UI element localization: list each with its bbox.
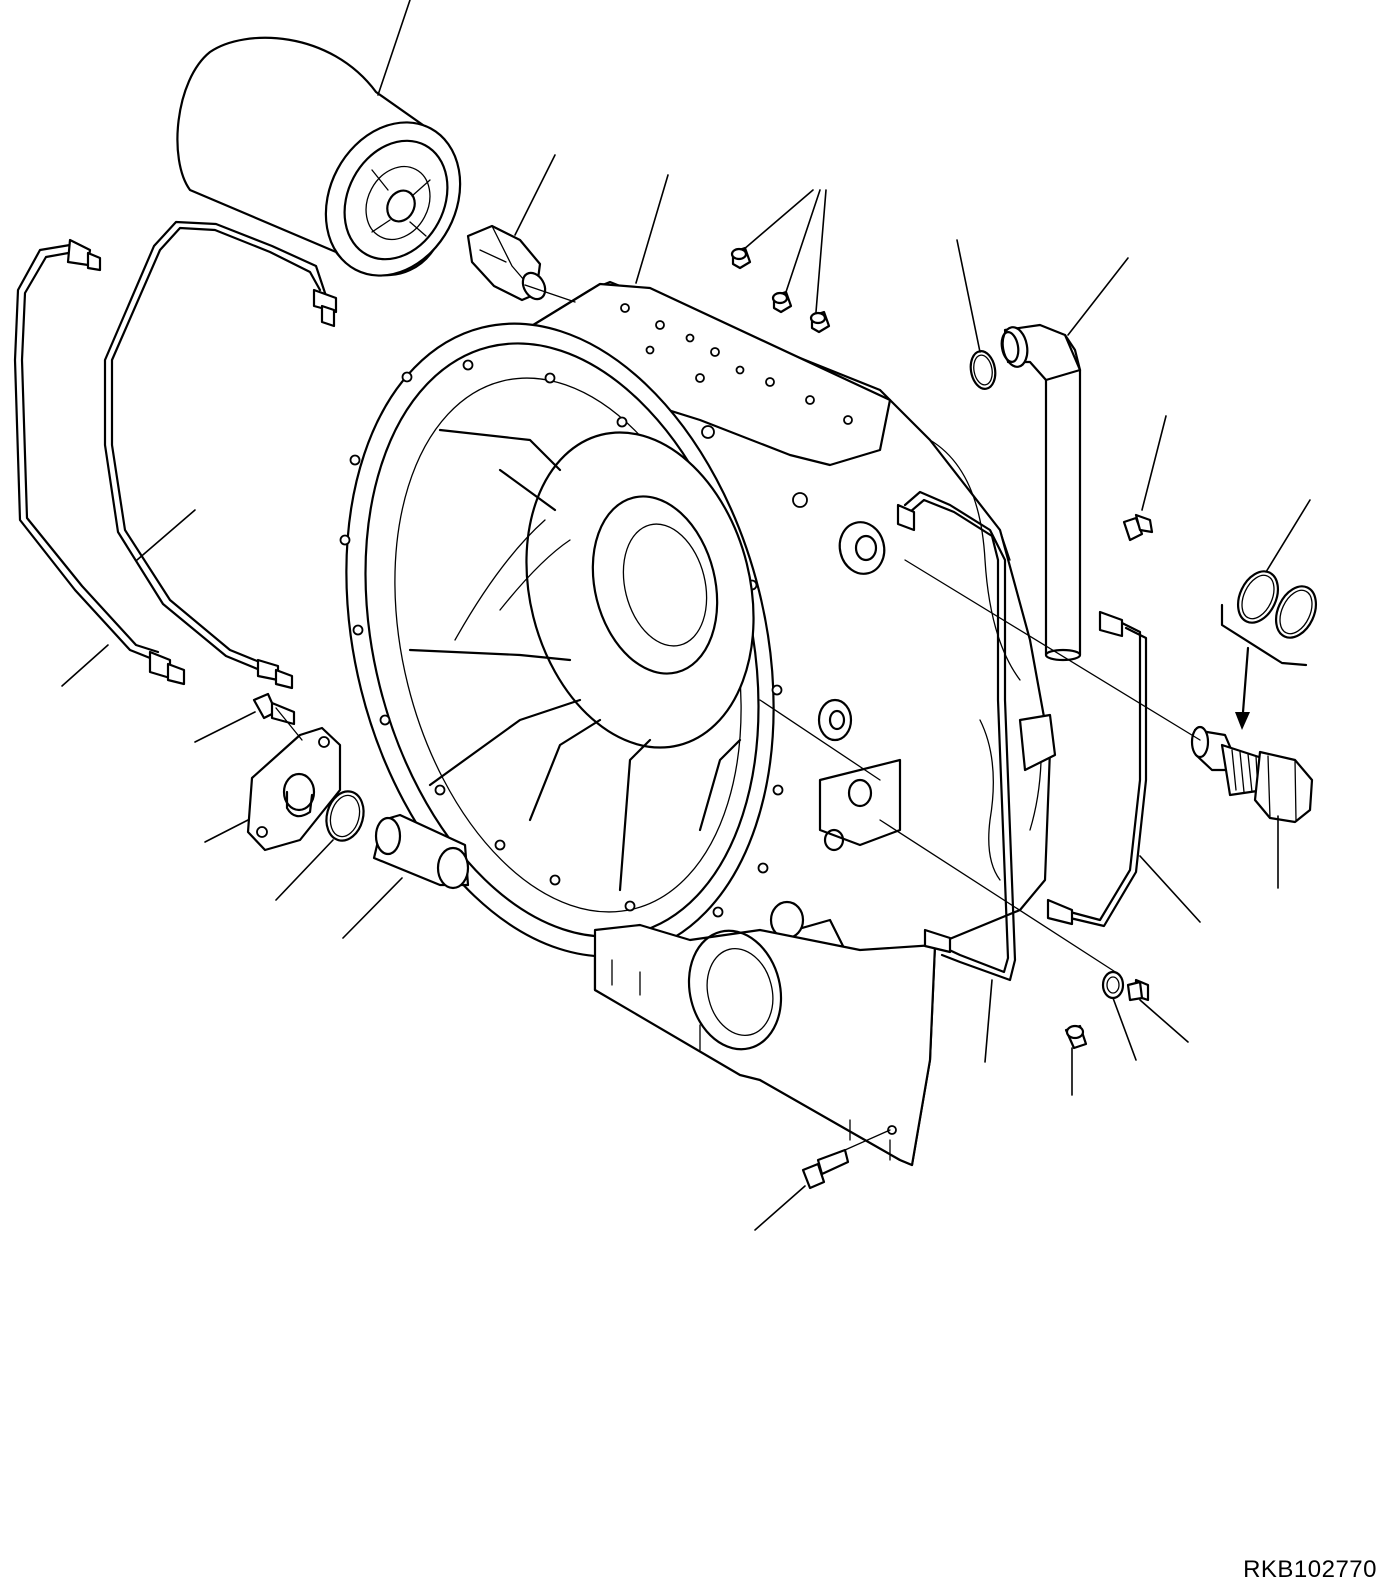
bolt: [1124, 515, 1152, 540]
drawing-code: RKB102770: [1243, 1556, 1377, 1583]
assembly-lines: [276, 285, 1200, 1150]
cover-plate: [248, 728, 340, 850]
drain-plug: [1066, 980, 1148, 1048]
transmission-case: [283, 278, 1055, 1165]
washer: [1103, 972, 1123, 998]
sleeve: [374, 815, 468, 888]
filter-adapter-nipple: [468, 226, 550, 303]
o-rings: [1230, 565, 1323, 644]
o-ring-left: [321, 787, 369, 845]
tube-left: [15, 240, 184, 684]
tube-left-inner: [105, 222, 336, 688]
elbow-tube: [1000, 325, 1080, 660]
bottom-bolt: [803, 1150, 848, 1188]
plug-set: [732, 248, 829, 332]
leader-lines: [62, 0, 1310, 1230]
relief-plug: [1192, 605, 1312, 822]
tube-right: [898, 492, 1146, 980]
oil-filter-cartridge: [177, 38, 486, 299]
o-ring: [968, 349, 998, 391]
cover-bolt: [254, 694, 294, 724]
